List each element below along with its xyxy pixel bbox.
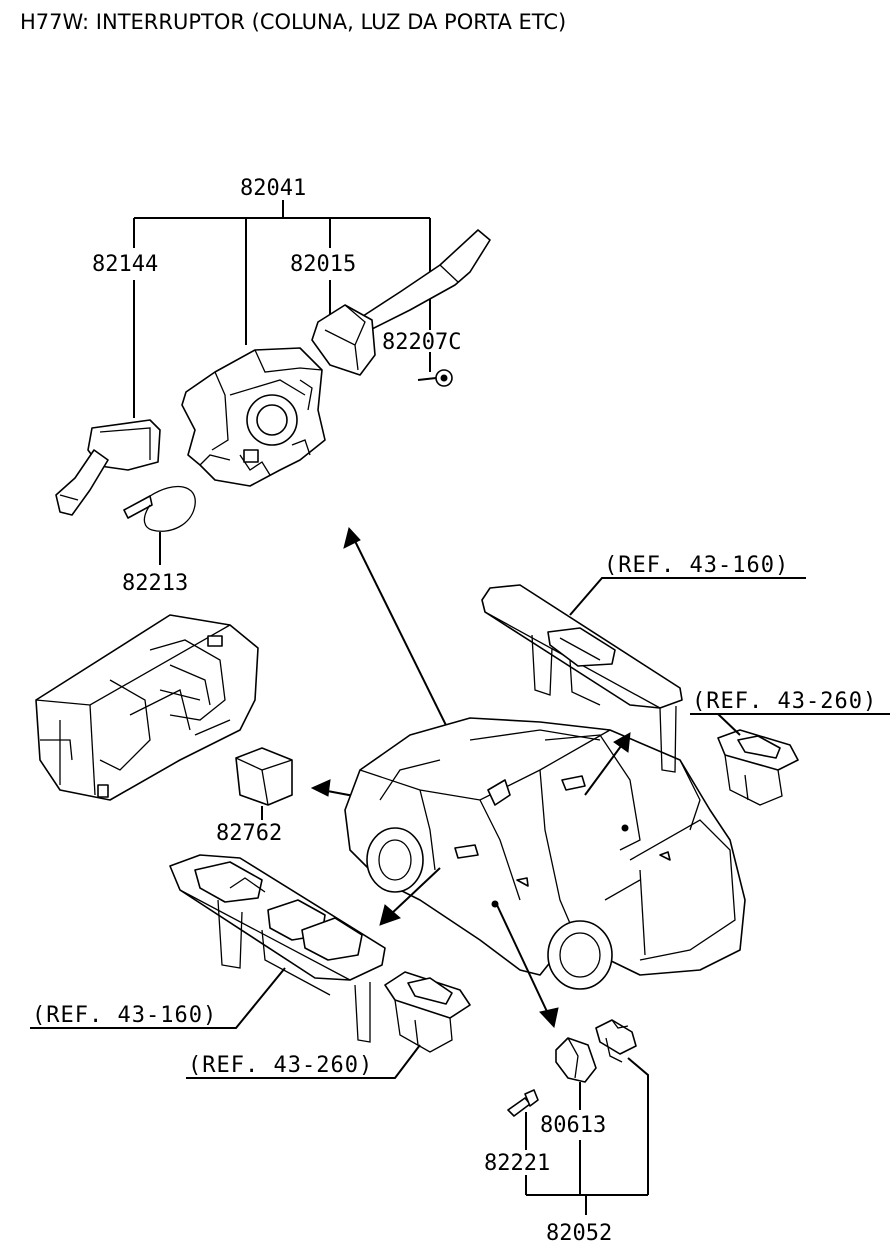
bracket-82052 (525, 1057, 649, 1215)
screw-icon[interactable] (417, 369, 453, 387)
vehicle-body-icon[interactable] (344, 717, 746, 990)
label-82015[interactable]: 82015 (290, 252, 356, 277)
door-light-switch-icon[interactable] (555, 1019, 637, 1083)
label-80613[interactable]: 80613 (540, 1113, 606, 1138)
power-window-master-switch-icon-driver[interactable] (169, 854, 386, 1043)
combination-switch-icon[interactable] (181, 347, 326, 487)
wiper-lever-icon[interactable] (55, 419, 161, 516)
fuse-box-icon[interactable] (35, 614, 259, 801)
label-ref-43-260-bottom[interactable]: (REF. 43-260) (188, 1053, 373, 1078)
label-82221[interactable]: 82221 (484, 1151, 550, 1176)
label-82144[interactable]: 82144 (92, 252, 158, 277)
label-82052[interactable]: 82052 (546, 1221, 612, 1246)
bracket-82041 (133, 200, 431, 418)
screw-icon-82221[interactable] (507, 1089, 539, 1117)
relay-icon[interactable] (235, 747, 293, 820)
power-window-sub-switch-icon-front[interactable] (384, 971, 471, 1053)
label-ref-43-260-top[interactable]: (REF. 43-260) (692, 689, 877, 714)
label-82041[interactable]: 82041 (240, 176, 306, 201)
page-title: H77W: INTERRUPTOR (COLUNA, LUZ DA PORTA … (20, 10, 567, 34)
label-82207c[interactable]: 82207C (382, 330, 461, 355)
power-window-master-switch-icon[interactable] (481, 584, 683, 773)
label-ref-43-160-top[interactable]: (REF. 43-160) (604, 553, 789, 578)
label-82213[interactable]: 82213 (122, 571, 188, 596)
turn-signal-lever-icon[interactable] (311, 229, 491, 376)
label-ref-43-160-bottom[interactable]: (REF. 43-160) (32, 1003, 217, 1028)
cable-tie-icon[interactable] (123, 485, 196, 565)
power-window-sub-switch-icon[interactable] (717, 729, 799, 806)
label-82762[interactable]: 82762 (216, 821, 282, 846)
